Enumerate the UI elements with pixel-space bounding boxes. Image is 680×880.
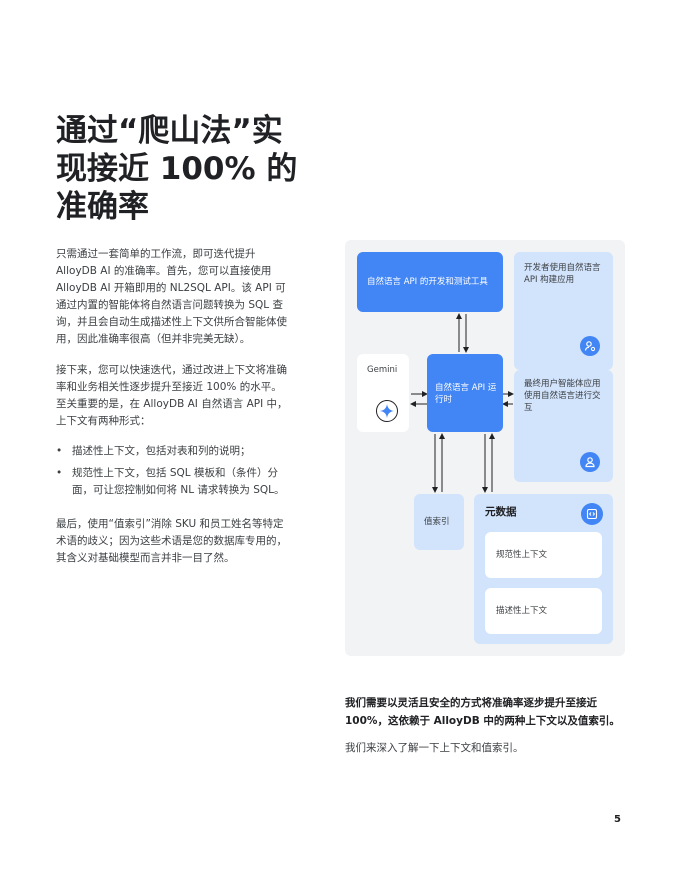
prescriptive-context-box: 规范性上下文 — [485, 532, 602, 578]
metadata-box: 元数据 规范性上下文 描述性上下文 — [474, 494, 613, 644]
user-icon — [580, 452, 600, 472]
list-item: • 描述性上下文，包括对表和列的说明； — [56, 443, 288, 460]
gemini-sparkle-icon — [376, 400, 398, 422]
transition-note: 我们来深入了解一下上下文和值索引。 — [345, 742, 524, 754]
value-index-paragraph: 最后，使用“值索引”消除 SKU 和员工姓名等特定术语的歧义；因为这些术语是您的… — [56, 518, 287, 564]
value-index-box: 值索引 — [414, 494, 464, 550]
metadata-title: 元数据 — [485, 506, 517, 518]
page-title: 通过“爬山法”实 现接近 100% 的 准确率 — [56, 113, 298, 225]
descriptive-context-label: 描述性上下文 — [496, 606, 548, 616]
runtime-label: 自然语言 API 运行时 — [435, 383, 497, 405]
runtime-box: 自然语言 API 运行时 — [427, 354, 503, 432]
prescriptive-context-label: 规范性上下文 — [496, 550, 548, 560]
context-paragraph: 接下来，您可以快速迭代，通过改进上下文将准确率和业务相关性逐步提升至接近 100… — [56, 364, 288, 427]
descriptive-context-box: 描述性上下文 — [485, 588, 602, 634]
intro-paragraph: 只需通过一套简单的工作流，即可迭代提升 AlloyDB AI 的准确率。首先，您… — [56, 248, 287, 345]
architecture-diagram: 自然语言 API 的开发和测试工具 开发者使用自然语言 API 构建应用 Gem… — [345, 240, 625, 656]
dev-tools-box: 自然语言 API 的开发和测试工具 — [357, 252, 503, 312]
end-users-box: 最终用户智能体应用使用自然语言进行交互 — [514, 370, 613, 482]
list-item-text: 规范性上下文，包括 SQL 模板和（条件）分面，可让您控制如何将 NL 请求转换… — [72, 467, 285, 496]
gemini-label: Gemini — [367, 365, 398, 375]
list-item-text: 描述性上下文，包括对表和列的说明； — [72, 445, 251, 457]
summary-note: 我们需要以灵活且安全的方式将准确率逐步提升至接近 100%，这依赖于 Alloy… — [345, 697, 620, 727]
code-icon — [581, 503, 603, 525]
bullet-marker: • — [56, 445, 63, 457]
gemini-box: Gemini — [357, 354, 409, 432]
end-users-label: 最终用户智能体应用使用自然语言进行交互 — [524, 379, 601, 413]
developers-label: 开发者使用自然语言 API 构建应用 — [524, 263, 601, 285]
developer-icon — [580, 336, 600, 356]
dev-tools-label: 自然语言 API 的开发和测试工具 — [367, 277, 488, 287]
developers-box: 开发者使用自然语言 API 构建应用 — [514, 252, 613, 370]
bullet-marker: • — [56, 467, 63, 479]
context-types-list: • 描述性上下文，包括对表和列的说明； • 规范性上下文，包括 SQL 模板和（条件… — [56, 443, 288, 504]
value-index-label: 值索引 — [424, 517, 450, 527]
page-number: 5 — [614, 814, 621, 825]
list-item: • 规范性上下文，包括 SQL 模板和（条件）分面，可让您控制如何将 NL 请求转… — [56, 465, 288, 499]
